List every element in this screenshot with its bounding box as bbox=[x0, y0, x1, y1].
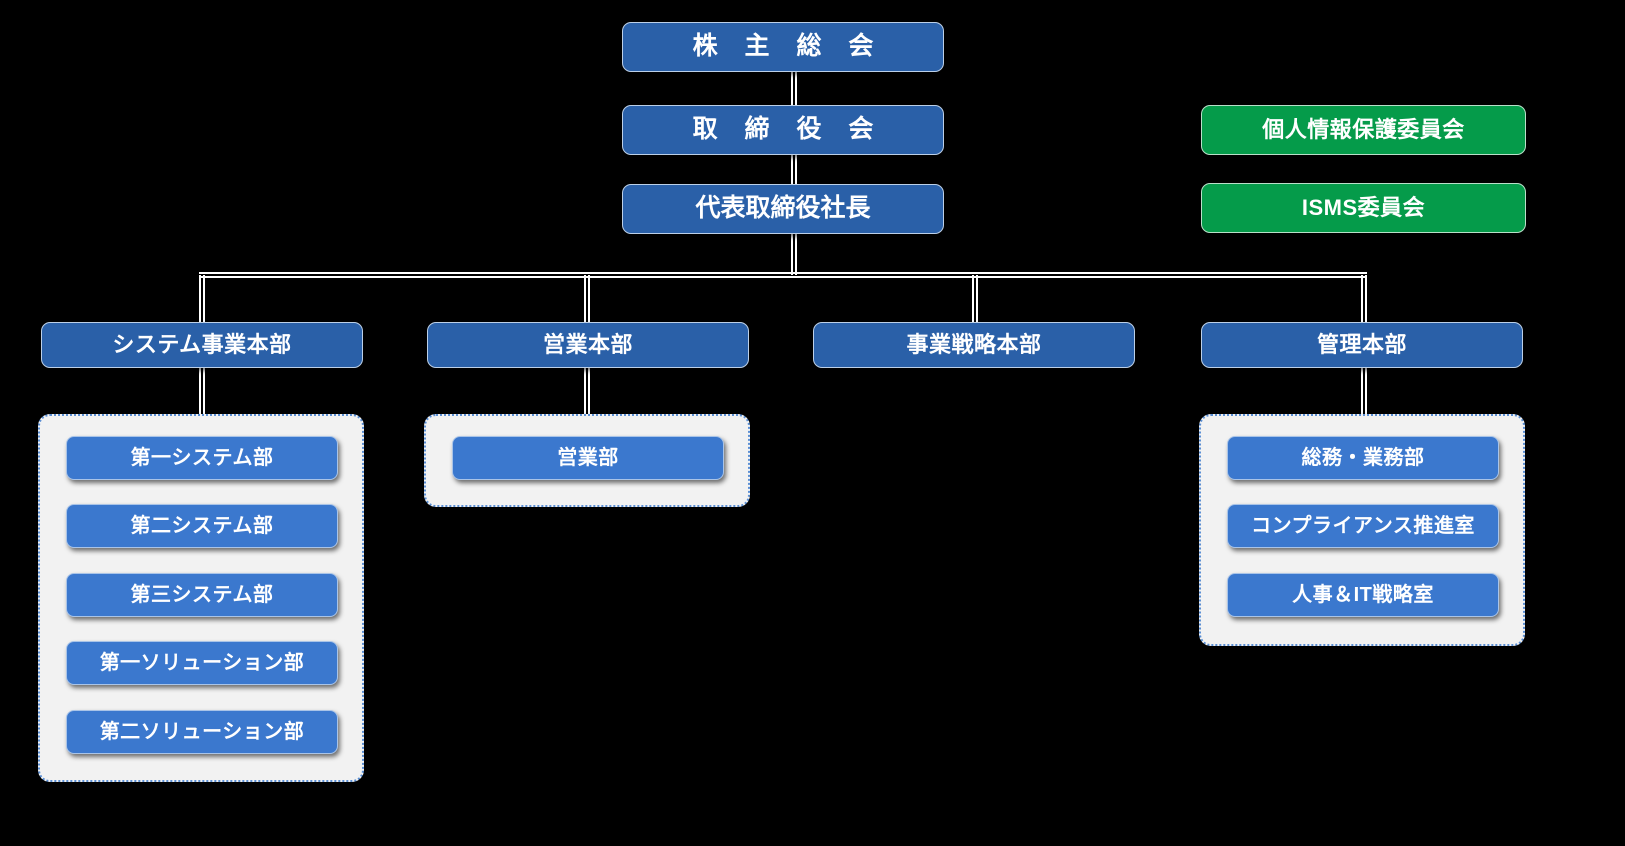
connector-president-to-bus bbox=[791, 233, 797, 275]
node-president[interactable]: 代表取締役社長 bbox=[622, 184, 944, 234]
node-dept-solution-1[interactable]: 第一ソリューション部 bbox=[66, 641, 338, 685]
node-dept-compliance[interactable]: コンプライアンス推進室 bbox=[1227, 504, 1499, 548]
node-dept-sales[interactable]: 営業部 bbox=[452, 436, 724, 480]
connector-drop-strategy-division bbox=[972, 275, 978, 323]
node-division-system[interactable]: システム事業本部 bbox=[41, 322, 363, 368]
node-dept-hr-it-strategy[interactable]: 人事＆IT戦略室 bbox=[1227, 573, 1499, 617]
node-dept-general-affairs[interactable]: 総務・業務部 bbox=[1227, 436, 1499, 480]
connector-system-division-to-panel bbox=[199, 368, 205, 416]
connector-division-bus bbox=[199, 272, 1367, 278]
node-dept-system-3[interactable]: 第三システム部 bbox=[66, 573, 338, 617]
node-committee-privacy[interactable]: 個人情報保護委員会 bbox=[1201, 105, 1526, 155]
connector-board-to-president bbox=[791, 155, 797, 187]
node-committee-isms[interactable]: ISMS委員会 bbox=[1201, 183, 1526, 233]
connector-admin-division-to-panel bbox=[1361, 368, 1367, 416]
connector-shareholders-to-board bbox=[791, 70, 797, 107]
connector-drop-system-division bbox=[199, 275, 205, 323]
node-dept-system-2[interactable]: 第二システム部 bbox=[66, 504, 338, 548]
node-division-sales[interactable]: 営業本部 bbox=[427, 322, 749, 368]
connector-sales-division-to-panel bbox=[584, 368, 590, 416]
node-board-of-directors[interactable]: 取 締 役 会 bbox=[622, 105, 944, 155]
connector-drop-sales-division bbox=[584, 275, 590, 323]
node-shareholders-meeting[interactable]: 株 主 総 会 bbox=[622, 22, 944, 72]
node-division-admin[interactable]: 管理本部 bbox=[1201, 322, 1523, 368]
connector-drop-admin-division bbox=[1361, 275, 1367, 323]
node-dept-solution-2[interactable]: 第二ソリューション部 bbox=[66, 710, 338, 754]
node-dept-system-1[interactable]: 第一システム部 bbox=[66, 436, 338, 480]
node-division-strategy[interactable]: 事業戦略本部 bbox=[813, 322, 1135, 368]
